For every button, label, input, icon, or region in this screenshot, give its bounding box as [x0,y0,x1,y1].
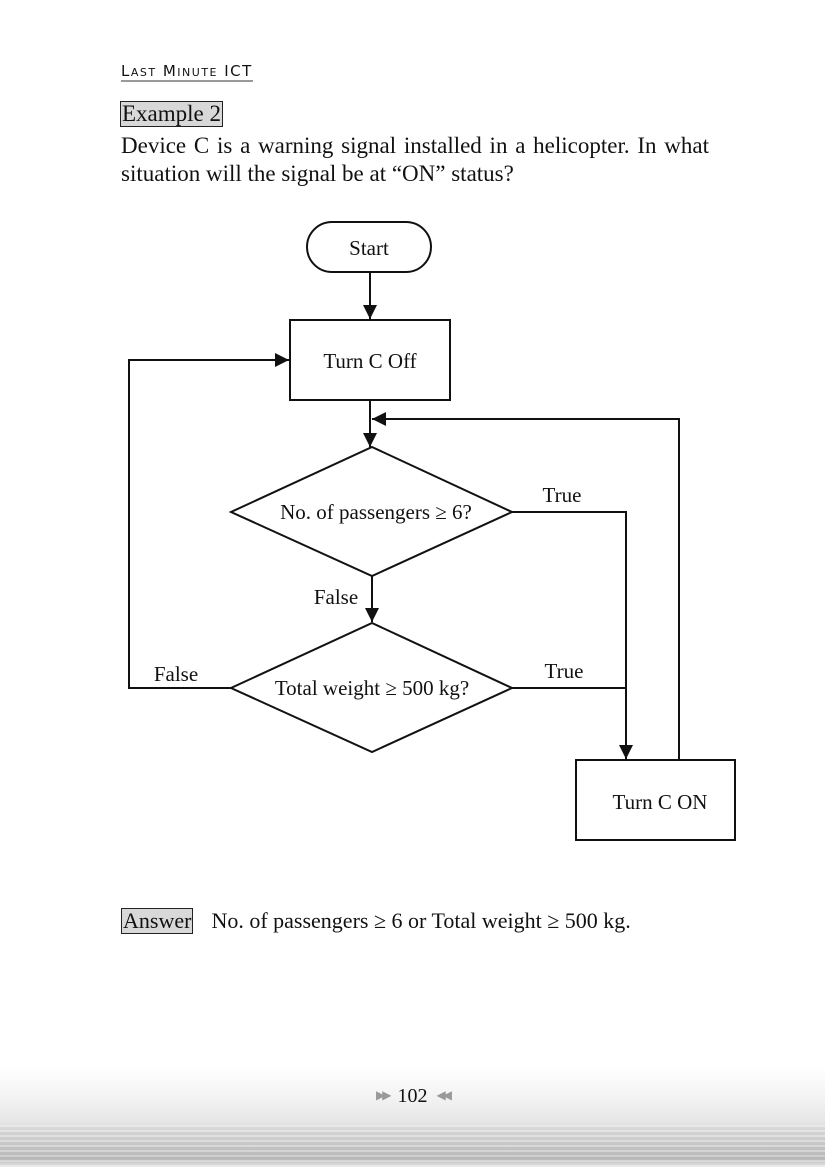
page-number-footer: ▶▶ 102 ◀◀ [0,1085,825,1108]
connector-on-loop-back [372,412,680,760]
answer-text: No. of passengers ≥ 6 or Total weight ≥ … [211,908,631,933]
weight-decision-diamond [228,621,515,754]
turn-on-process-box [575,759,736,841]
double-arrow-right-icon: ▶▶ [376,1088,392,1102]
footer-band [0,1065,825,1167]
answer-line: Answer No. of passengers ≥ 6 or Total wei… [121,908,631,934]
connector-passengers-true [512,511,627,688]
weight-false-label: False [154,662,198,686]
passengers-true-label: True [543,483,582,507]
footer-stripes [0,1125,825,1165]
running-header: Last Minute ICT [121,62,253,82]
connector-weight-false [128,353,289,689]
turn-off-process-box [289,319,451,401]
weight-true-label: True [545,659,584,683]
answer-tag-box: Answer [121,908,194,934]
turn-off-label: Turn C Off [323,349,416,373]
question-text: Device C is a warning signal installed i… [121,133,709,186]
turn-on-label: Turn C ON [613,790,708,814]
passengers-false-label: False [314,585,358,609]
example-label: Example 2 [120,101,223,127]
passengers-decision-label: No. of passengers ≥ 6? [280,500,472,524]
weight-decision-label: Total weight ≥ 500 kg? [275,676,469,700]
page-number: 102 [397,1085,428,1107]
double-arrow-left-icon: ◀◀ [436,1088,453,1102]
start-label: Start [349,236,389,260]
connector-weight-true [512,687,633,759]
example-tag-box: Example 2 [120,101,223,127]
flowchart: Start Turn C Off No. of passengers ≥ 6? … [128,221,736,841]
